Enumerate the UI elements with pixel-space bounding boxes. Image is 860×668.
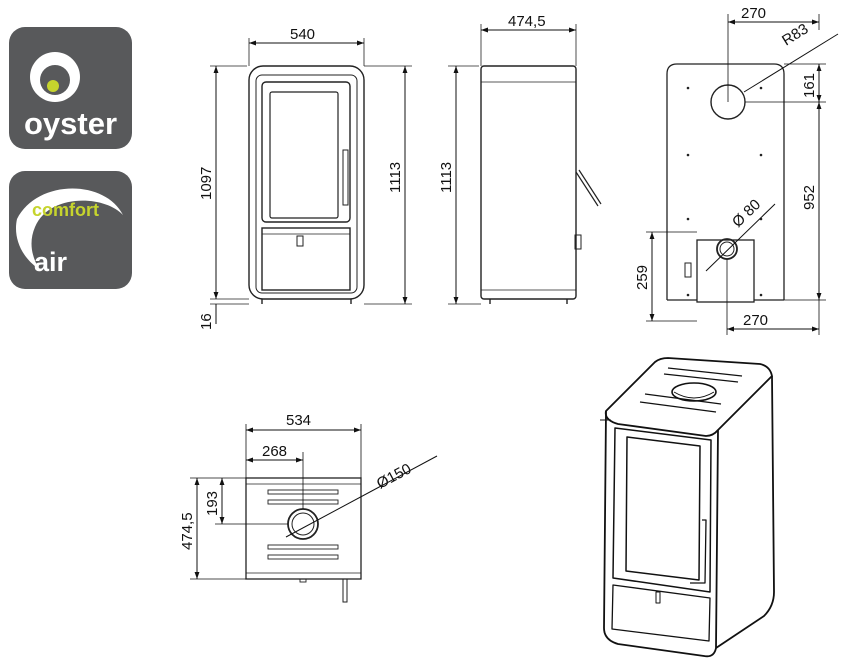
top-flue-x-label: 268 [262,443,287,460]
back-air-diameter-label: Ø 80 [729,196,764,231]
back-bottom-width-label: 270 [743,312,768,329]
back-air-height-label: 259 [634,265,651,290]
top-depth-label: 474,5 [179,512,196,550]
front-inner-height-label: 1097 [198,167,215,200]
isometric-view [600,357,775,658]
back-radius-label: R83 [779,20,811,49]
comfort-air-swoosh-icon [15,188,124,269]
back-view-screw-dots [686,86,763,297]
top-flue-diameter-label: Ø150 [374,460,414,492]
comfort-air-logo [9,171,132,289]
comfort-air-logo-text-air: air [34,247,68,277]
front-feet-label: 16 [198,313,215,330]
side-view [448,24,602,305]
comfort-air-logo-text-comfort: comfort [32,200,99,220]
top-view [245,477,362,603]
back-flue-height-label: 952 [801,185,818,210]
front-outer-height-label: 1113 [387,162,404,193]
oyster-logo-text: oyster [23,106,118,141]
side-depth-label: 474,5 [508,13,546,30]
top-width-label: 534 [286,412,311,429]
back-view [666,63,785,303]
side-height-label: 1113 [438,162,455,193]
oyster-logo [9,27,132,149]
front-view [210,38,412,305]
oyster-shell-icon [30,52,80,102]
front-width-label: 540 [290,26,315,43]
back-top-offset-label: 161 [801,73,818,98]
top-flue-y-label: 193 [204,491,221,516]
back-top-width-label: 270 [741,5,766,22]
